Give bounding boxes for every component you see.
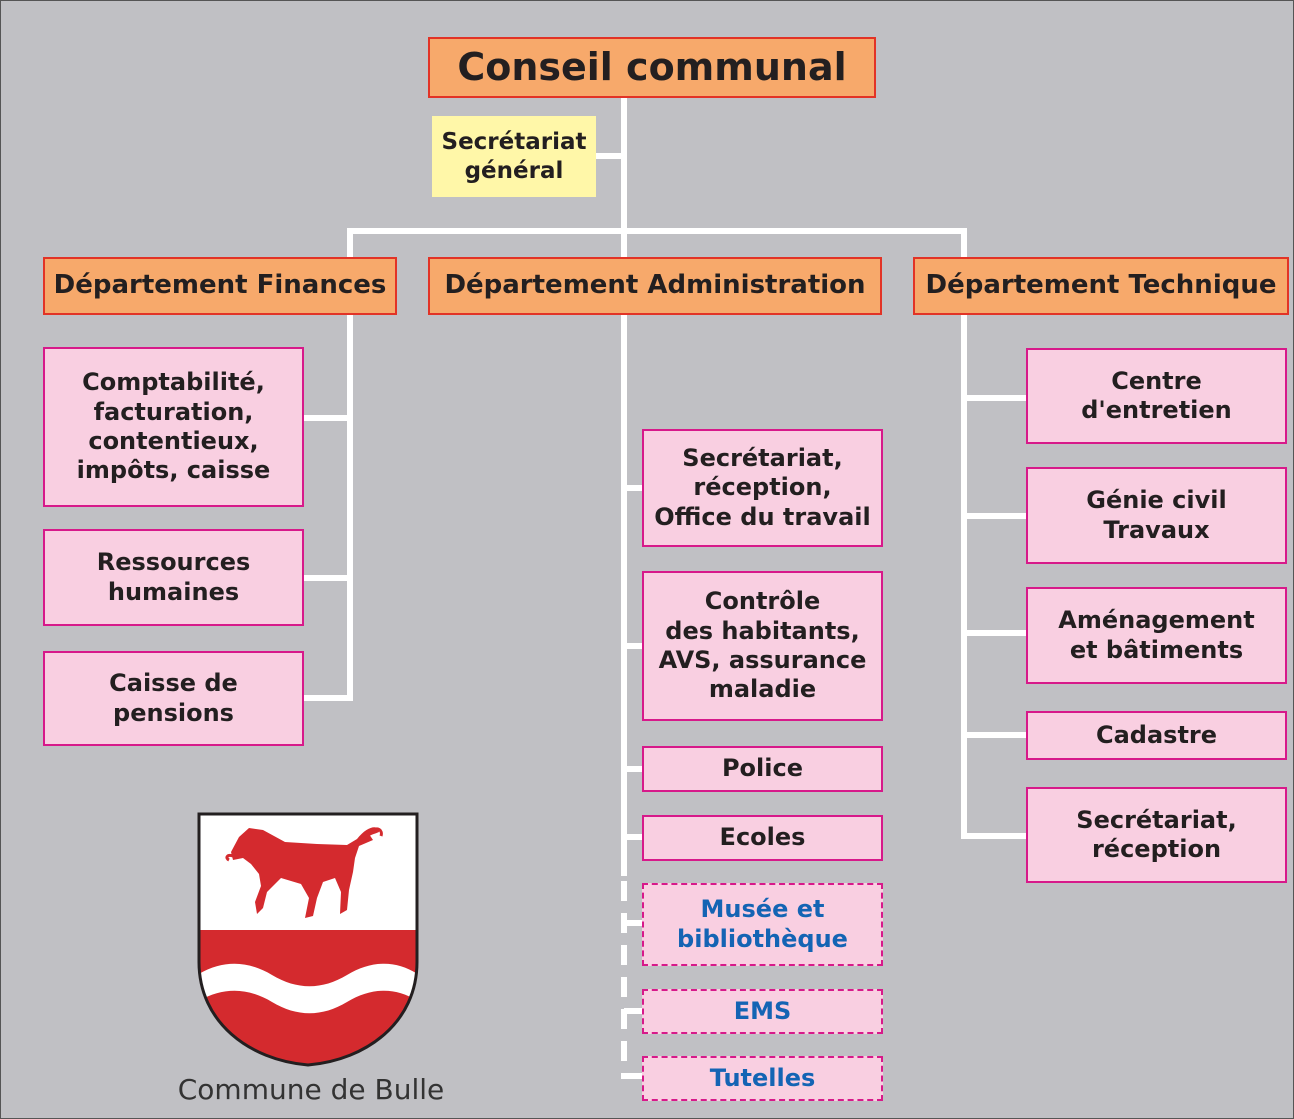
unit-caisse-de-pensions: Caisse de pensions — [43, 651, 304, 746]
unit-cadastre: Cadastre — [1026, 711, 1287, 760]
unit-controle-habitants: Contrôle des habitants, AVS, assurance m… — [642, 571, 883, 721]
bull-coat-of-arms-icon — [197, 812, 419, 1067]
unit-secretariat-reception-office: Secrétariat, réception, Office du travai… — [642, 429, 883, 547]
unit-ressources-humaines: Ressources humaines — [43, 529, 304, 626]
unit-comptabilite: Comptabilité, facturation, contentieux, … — [43, 347, 304, 507]
unit-ems: EMS — [642, 989, 883, 1034]
commune-caption: Commune de Bulle — [177, 1073, 445, 1106]
unit-tutelles: Tutelles — [642, 1056, 883, 1101]
department-technique: Département Technique — [913, 257, 1289, 315]
general-secretariat-box: Secrétariat général — [432, 116, 596, 197]
unit-ecoles: Ecoles — [642, 815, 883, 861]
unit-amenagement-batiments: Aménagement et bâtiments — [1026, 587, 1287, 684]
unit-genie-civil: Génie civil Travaux — [1026, 467, 1287, 564]
unit-secretariat-reception: Secrétariat, réception — [1026, 787, 1287, 883]
unit-police: Police — [642, 746, 883, 792]
unit-centre-entretien: Centre d'entretien — [1026, 348, 1287, 444]
department-finances: Département Finances — [43, 257, 397, 315]
department-administration: Département Administration — [428, 257, 882, 315]
unit-musee-bibliotheque: Musée et bibliothèque — [642, 883, 883, 966]
council-box: Conseil communal — [428, 37, 876, 98]
